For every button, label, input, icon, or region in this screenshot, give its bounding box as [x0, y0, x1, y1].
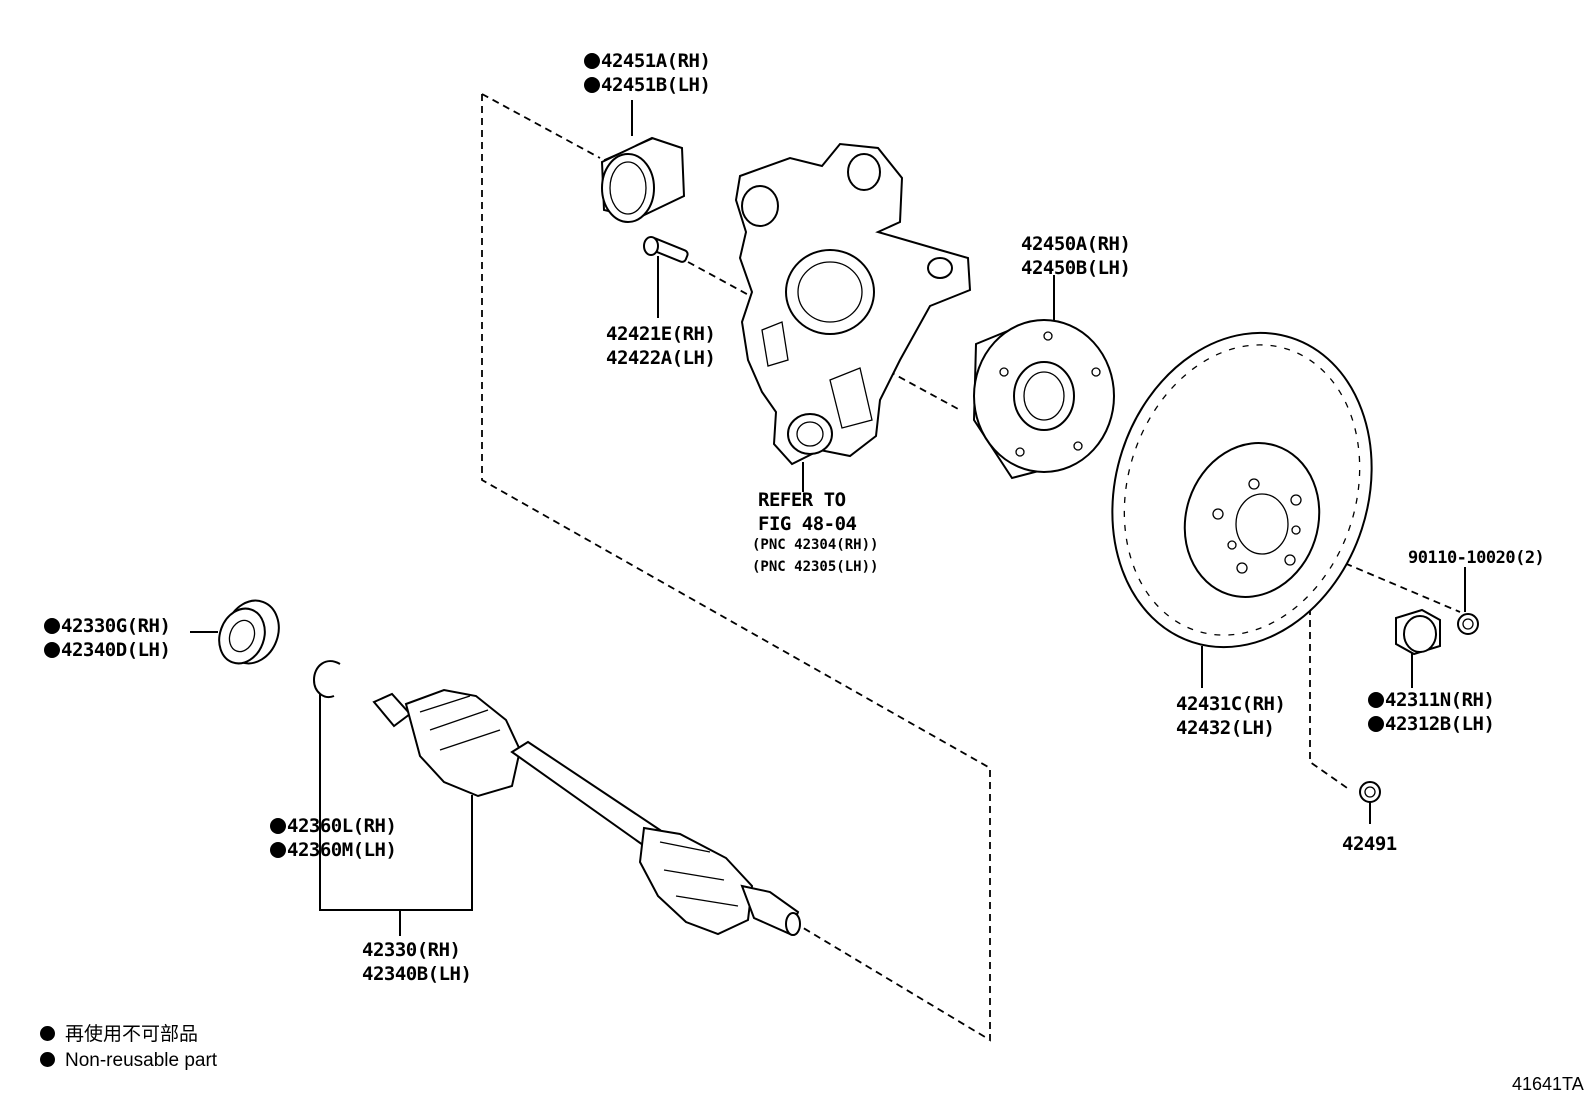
nut-label-rh: 42311N(RH) [1368, 688, 1495, 712]
snap-ring-part [312, 660, 341, 698]
seal-ring-part [600, 136, 686, 223]
brake-disc-part [1111, 331, 1373, 649]
non-reusable-dot-icon [1368, 716, 1384, 732]
drive-shaft-part [372, 688, 801, 936]
non-reusable-dot-icon [584, 77, 600, 93]
non-reusable-dot-icon [40, 1052, 55, 1067]
plug-part [1359, 781, 1381, 803]
plug-label: 42491 [1342, 833, 1397, 855]
screw-label: 90110-10020(2) [1408, 548, 1545, 568]
non-reusable-dot-icon [270, 818, 286, 834]
knuckle-part [734, 142, 972, 466]
refer-line-1: REFER TO [758, 489, 846, 511]
hub-label-lh: 42450B(LH) [1021, 257, 1131, 279]
snap-ring-label-rh: 42360L(RH) [270, 814, 397, 838]
refer-line-4: (PNC 42305(LH)) [752, 559, 879, 575]
axle-nut-part [1395, 608, 1441, 656]
shaft-label-rh: 42330(RH) [362, 939, 461, 961]
snap-ring-label-lh: 42360M(LH) [270, 838, 397, 862]
shaft-label-lh: 42340B(LH) [362, 963, 472, 985]
non-reusable-dot-icon [584, 53, 600, 69]
bolt-label-lh: 42422A(LH) [606, 347, 716, 369]
bolt-label-rh: 42421E(RH) [606, 323, 716, 345]
disc-label-rh: 42431C(RH) [1176, 693, 1286, 715]
disc-screw-part [1457, 613, 1479, 635]
inner-seal-label-lh: 42340D(LH) [44, 638, 171, 662]
seal-label-lh: 42451B(LH) [584, 73, 711, 97]
inner-seal-label-rh: 42330G(RH) [44, 614, 171, 638]
figure-code: 41641TA [1512, 1074, 1584, 1094]
legend-jp: 再使用不可部品 [40, 1022, 198, 1048]
nut-label-lh: 42312B(LH) [1368, 712, 1495, 736]
disc-label-lh: 42432(LH) [1176, 717, 1275, 739]
seal-label-rh: 42451A(RH) [584, 49, 711, 73]
inner-oil-seal-part [218, 599, 280, 665]
refer-line-3: (PNC 42304(RH)) [752, 537, 879, 553]
leader-lines [190, 100, 1466, 936]
refer-line-2: FIG 48-04 [758, 513, 857, 535]
non-reusable-dot-icon [44, 642, 60, 658]
non-reusable-dot-icon [270, 842, 286, 858]
legend-en: Non-reusable part [40, 1048, 217, 1074]
non-reusable-dot-icon [1368, 692, 1384, 708]
non-reusable-dot-icon [40, 1026, 55, 1041]
hub-bearing-part [972, 319, 1115, 480]
hub-label-rh: 42450A(RH) [1021, 233, 1131, 255]
non-reusable-dot-icon [44, 618, 60, 634]
hub-bolt-part [643, 236, 689, 263]
